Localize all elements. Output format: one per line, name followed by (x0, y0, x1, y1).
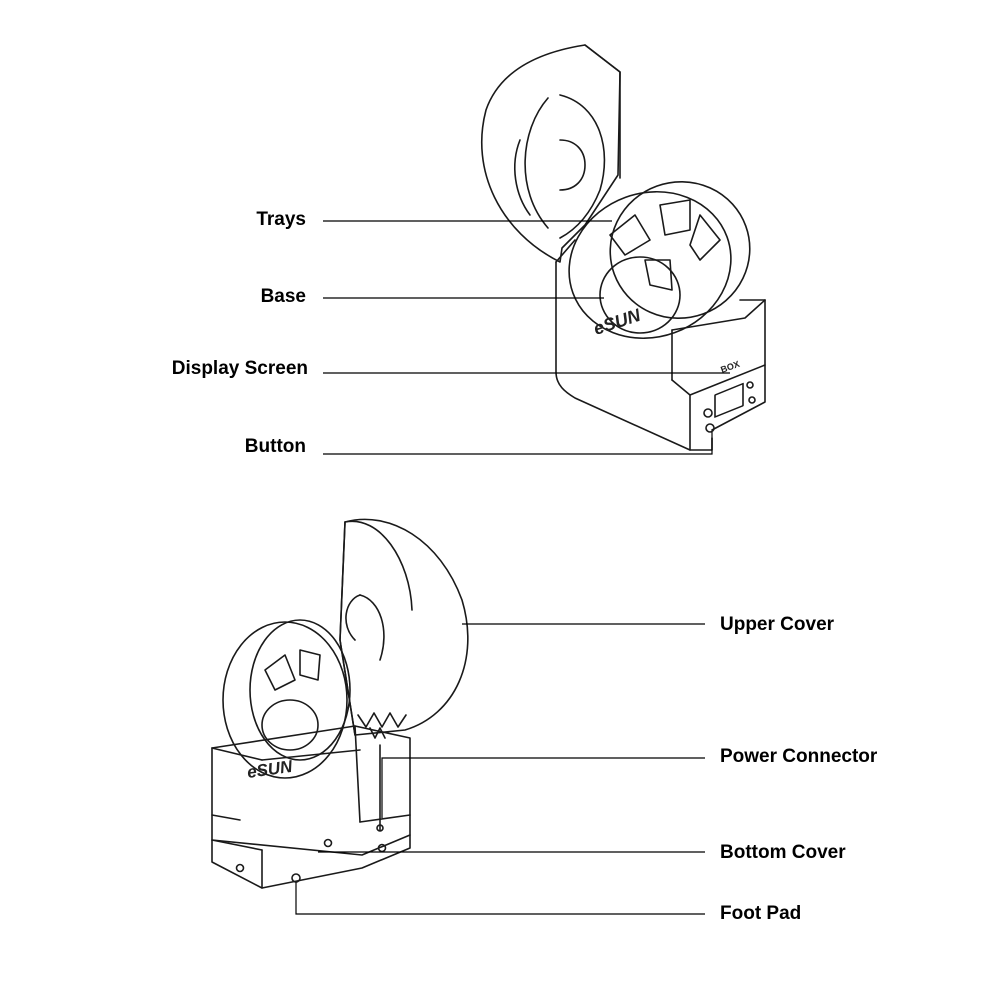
leader-foot-pad (295, 882, 705, 915)
leader-button (323, 432, 713, 455)
bottom-spool-outer (222, 621, 348, 779)
bottom-dryer-drawing (211, 518, 469, 889)
top-base-housing (555, 261, 713, 451)
foot-pad-3 (323, 838, 333, 848)
leader-power-connector (381, 757, 705, 818)
top-upper-cover (480, 44, 621, 263)
bottom-cover-plate (211, 834, 411, 889)
label-foot-pad: Foot Pad (720, 903, 802, 924)
foot-pad-2 (235, 863, 245, 873)
power-connector-coil (357, 712, 407, 728)
label-upper-cover: Upper Cover (720, 614, 835, 635)
label-power-connector: Power Connector (720, 746, 878, 767)
label-display-screen: Display Screen (171, 358, 308, 379)
top-display-screen (714, 382, 744, 418)
top-spool-outer (568, 190, 732, 340)
label-trays: Trays (256, 209, 306, 230)
label-button: Button (244, 436, 306, 457)
label-base: Base (260, 286, 306, 307)
bottom-upper-cover (339, 518, 469, 736)
top-button-1 (703, 408, 713, 418)
top-button-2 (705, 423, 715, 433)
top-dryer-drawing (480, 44, 766, 451)
label-bottom-cover: Bottom Cover (720, 842, 846, 863)
